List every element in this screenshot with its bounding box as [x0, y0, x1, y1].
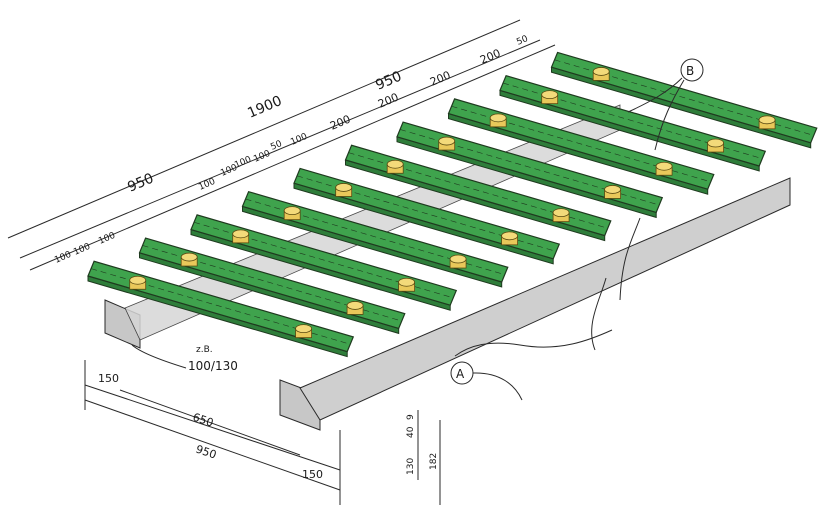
dim-left-100-d: 100 — [197, 177, 217, 193]
adjustable-foot-cap — [552, 208, 570, 218]
dim-left-100-c: 100 — [97, 231, 117, 247]
adjustable-foot-cap — [541, 90, 559, 100]
dim-right-200-a: 200 — [328, 113, 352, 133]
callouts: z.B. 100/130 A B — [131, 58, 704, 401]
leader-mid-2 — [591, 277, 607, 351]
adjustable-foot-cap — [180, 252, 198, 262]
dim-end-right-150: 150 — [302, 468, 323, 481]
top-dim-half-line — [19, 39, 541, 259]
adjustable-foot-cap — [758, 115, 776, 125]
adjustable-foot-cap — [655, 161, 673, 171]
dim-height-182: 182 — [429, 453, 439, 470]
adjustable-foot-cap — [707, 138, 724, 148]
dim-width-650: 650 — [191, 411, 215, 430]
deck-boards — [87, 51, 818, 358]
dim-width-950: 950 — [194, 443, 218, 462]
dim-half-left-950: 950 — [125, 171, 156, 196]
top-dim-overall-line — [7, 19, 521, 239]
dim-overall-1900: 1900 — [245, 93, 284, 122]
leader-mid-1 — [619, 217, 641, 301]
adjustable-foot-cap — [232, 229, 250, 239]
dim-height-40: 40 — [406, 426, 416, 438]
label-b-leader-2 — [627, 77, 683, 113]
dim-height-9: 9 — [406, 414, 416, 420]
adjustable-foot-cap — [283, 206, 301, 216]
dim-half-right-950: 950 — [373, 69, 404, 94]
dim-left-100-g: 100 — [289, 132, 309, 148]
label-a: A — [456, 367, 465, 381]
dim-end-left-150: 150 — [98, 372, 119, 385]
adjustable-foot-cap — [398, 277, 415, 287]
adjustable-foot-cap — [295, 324, 312, 334]
dim-edge-50: 50 — [515, 34, 530, 48]
label-b: B — [686, 64, 694, 78]
dim-mid-100: 100 — [233, 155, 253, 171]
adjustable-foot-cap — [129, 275, 147, 285]
beam-section-leader — [131, 344, 187, 369]
adjustable-foot-cap — [386, 159, 404, 169]
dim-mid-50: 50 — [269, 139, 284, 153]
dim-right-200-b: 200 — [376, 91, 400, 111]
bottom-dimension-chain: 950 650 150 150 182 130 40 9 — [84, 360, 441, 505]
adjustable-foot-cap — [335, 183, 353, 192]
label-b-marker — [680, 58, 704, 82]
adjustable-foot-cap — [449, 254, 467, 264]
bottom-dim-line-1 — [84, 384, 341, 471]
dim-left-100-a: 100 — [53, 250, 73, 266]
adjustable-foot-cap — [501, 231, 518, 241]
adjustable-foot-cap — [592, 67, 610, 76]
adjustable-feet — [129, 67, 776, 339]
dim-right-200-c: 200 — [428, 69, 452, 89]
bottom-dim-line-3 — [119, 389, 301, 456]
dim-height-130: 130 — [406, 458, 416, 475]
beam-a-long-side — [299, 177, 791, 421]
beam-section-prefix: z.B. — [196, 345, 213, 355]
adjustable-foot-cap — [489, 113, 507, 123]
beam-section-label: 100/130 — [188, 359, 238, 373]
label-a-leader — [472, 372, 523, 401]
bottom-dim-line-2 — [84, 399, 341, 491]
adjustable-foot-cap — [346, 301, 364, 310]
label-b-leader-1 — [654, 79, 685, 151]
dim-left-100-f: 100 — [252, 149, 272, 165]
label-a-leader-2 — [454, 329, 613, 357]
adjustable-foot-cap — [604, 185, 621, 194]
adjustable-foot-cap — [438, 136, 456, 146]
top-dim-spacing-line — [29, 44, 556, 271]
dim-right-200-d: 200 — [478, 47, 502, 67]
